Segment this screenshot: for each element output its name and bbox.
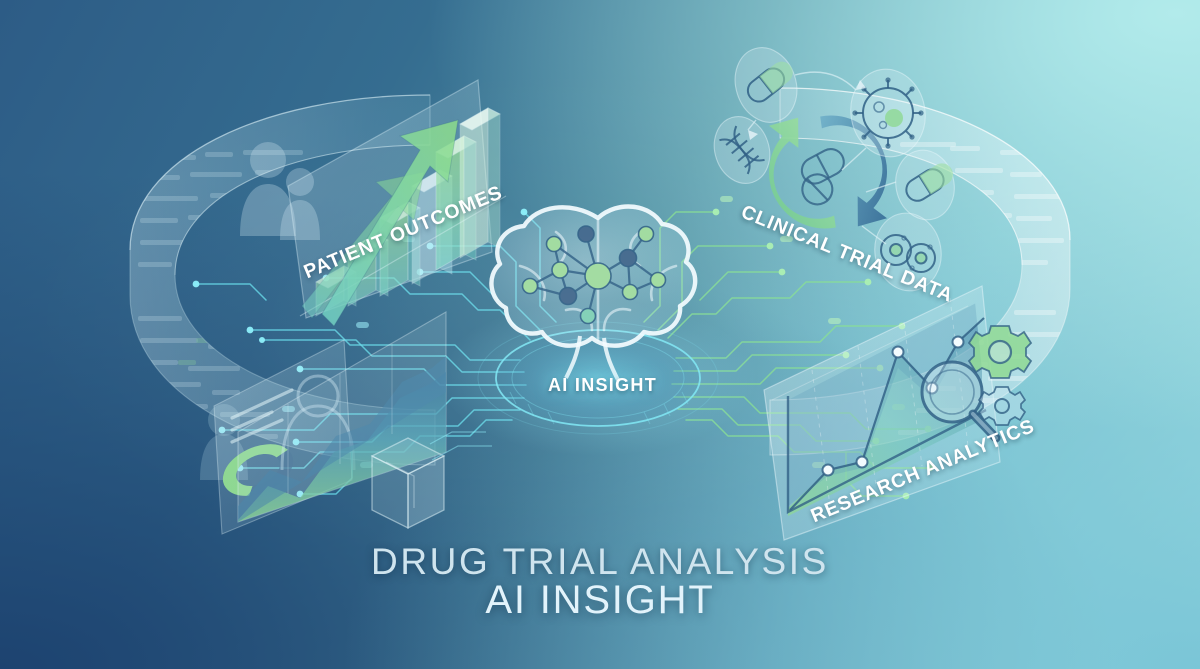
- cells-icon: [880, 234, 936, 273]
- text-lines-icon: [230, 388, 294, 444]
- virus-icon: [852, 77, 924, 149]
- pill-icon: [905, 163, 953, 202]
- page-title: DRUG TRIAL ANALYSIS: [371, 541, 829, 582]
- gear-large-icon: [967, 325, 1033, 379]
- dna-helix-icon: [719, 125, 765, 175]
- capsule-icon: [746, 61, 793, 103]
- people-silhouette-icon: [240, 142, 320, 240]
- area-chart-icon: [238, 356, 446, 522]
- label-ai-insight: AI INSIGHT: [548, 375, 658, 395]
- page-subtitle: AI INSIGHT: [485, 578, 715, 622]
- growth-arrow-icon: [301, 119, 459, 327]
- glass-cube-icon: [370, 437, 446, 530]
- gear-small-icon: [977, 386, 1027, 426]
- cycle-arrows-icon: [768, 115, 888, 229]
- pills-center-icon: [800, 148, 845, 206]
- magnifier-icon: [920, 360, 1001, 443]
